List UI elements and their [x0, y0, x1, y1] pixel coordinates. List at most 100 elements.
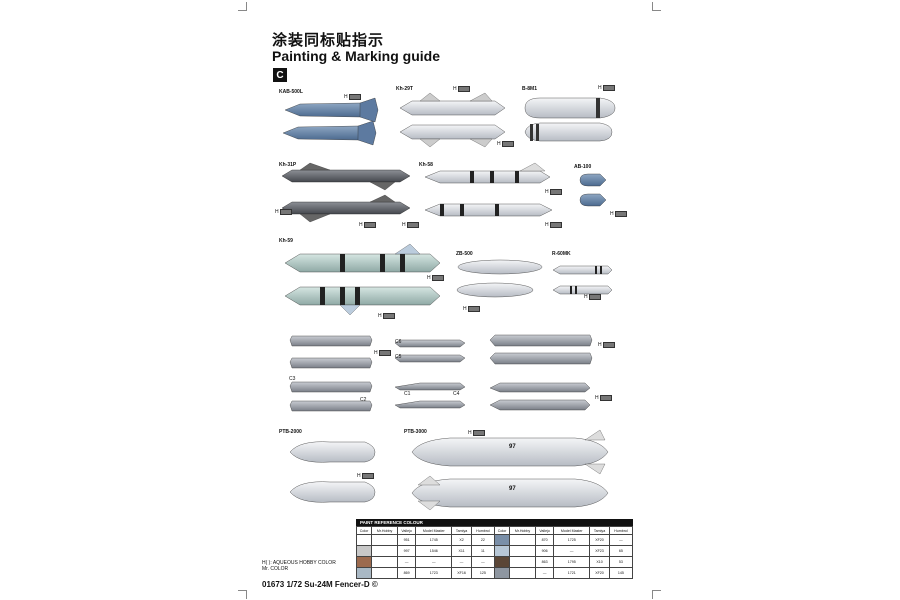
- color-swatch-cell: [355, 534, 373, 546]
- pylon-right-4: [489, 399, 591, 411]
- color-swatch: [588, 294, 601, 300]
- ab100-bomb-bottom: [579, 193, 607, 207]
- table-cell: [509, 534, 536, 546]
- color-swatch: [472, 430, 485, 436]
- table-cell: [509, 567, 536, 579]
- table-header-row: Color Mr.Hobby Vallejo Model Master Tami…: [355, 526, 634, 535]
- pylon-left-1: [289, 335, 373, 347]
- table-cell: [509, 556, 536, 568]
- legend-mr-color: Mr. COLOR: [262, 566, 289, 572]
- table-cell: 1745: [415, 534, 453, 546]
- color-swatch: [406, 222, 419, 228]
- label-kh59: Kh-59: [279, 238, 293, 244]
- table-cell: —: [397, 556, 417, 568]
- pylon-middle-3: [394, 382, 466, 391]
- crop-mark-top-left: [238, 2, 247, 11]
- column-header: Color: [355, 526, 373, 535]
- b8m1-rocket-pod-bottom: [524, 122, 613, 142]
- color-swatch: [602, 342, 615, 348]
- column-header: Tamiya: [589, 526, 610, 535]
- color-swatch: [549, 189, 562, 195]
- table-cell: 1723: [415, 567, 453, 579]
- table-cell: 145: [608, 567, 634, 579]
- color-swatch: [348, 94, 361, 100]
- label-kh58: Kh-58: [419, 162, 433, 168]
- table-cell: [509, 545, 536, 557]
- kh58-missile-top: [424, 162, 551, 184]
- table-cell: 997: [397, 545, 417, 557]
- table-cell: X11: [451, 545, 472, 557]
- crop-mark-bottom-left: [238, 590, 247, 599]
- table-cell: [371, 556, 399, 568]
- kh31p-missile-bottom: [281, 194, 411, 223]
- pylon-left-4: [289, 400, 373, 412]
- pylon-middle-4: [394, 400, 466, 409]
- color-callout: H: [468, 430, 485, 436]
- column-header: Tamiya: [451, 526, 472, 535]
- table-cell: 906: [534, 545, 555, 557]
- column-header: Model Master: [415, 526, 453, 535]
- column-header: Vallejo: [397, 526, 417, 535]
- kh29t-missile-bottom: [399, 124, 506, 148]
- table-cell: —: [470, 556, 495, 568]
- pylon-middle-2: [394, 354, 466, 363]
- table-cell: 1725: [553, 534, 591, 546]
- table-cell: XF20: [589, 534, 610, 546]
- color-legend: H( ): AQUEOUS HOBBY COLOR Mr. COLOR: [262, 560, 336, 572]
- color-swatch: [501, 141, 514, 147]
- label-c5: C5: [395, 354, 402, 360]
- color-callout: H: [595, 395, 612, 401]
- color-callout: H: [378, 313, 395, 319]
- column-header: Color: [493, 526, 511, 535]
- pylon-right-1: [489, 334, 593, 347]
- column-header: Humbrol: [608, 526, 634, 535]
- table-cell: 870: [534, 534, 555, 546]
- ab100-bomb-top: [579, 173, 607, 187]
- table-cell: [371, 567, 399, 579]
- table-title: PAINT REFERENCE COLOUR: [356, 519, 633, 526]
- color-callout: H: [374, 350, 391, 356]
- crop-mark-bottom-right: [652, 590, 661, 599]
- color-callout: H: [497, 141, 514, 147]
- table-cell: 869: [397, 567, 417, 579]
- color-swatch: [614, 211, 627, 217]
- ptb3000-tank-bottom: [411, 475, 609, 511]
- color-swatch: [599, 395, 612, 401]
- table-cell: 65: [608, 545, 634, 557]
- table-cell: —: [451, 556, 472, 568]
- label-c1: C1: [404, 391, 411, 397]
- color-callout: H: [344, 94, 361, 100]
- color-swatch: [467, 306, 480, 312]
- label-c3: C3: [289, 376, 296, 382]
- color-swatch-cell: [493, 556, 511, 568]
- table-cell: 22: [470, 534, 495, 546]
- color-callout: H: [359, 222, 376, 228]
- page-title-chinese: 涂装同标贴指示: [272, 31, 385, 49]
- table-cell: —: [553, 545, 591, 557]
- column-header: Mr.Hobby: [509, 526, 536, 535]
- color-swatch-cell: [493, 545, 511, 557]
- table-cell: 125: [470, 567, 495, 579]
- color-swatch-cell: [493, 567, 511, 579]
- color-swatch: [279, 209, 292, 215]
- tank-marking-top: 97: [509, 444, 516, 450]
- pylon-left-3: [289, 381, 373, 393]
- color-swatch: [382, 313, 395, 319]
- pylon-right-3: [489, 382, 591, 393]
- table-cell: 951: [397, 534, 417, 546]
- column-header: Mr.Hobby: [371, 526, 399, 535]
- label-c6: C6: [395, 339, 402, 345]
- color-swatch: [457, 86, 470, 92]
- legend-aqueous: H( ): AQUEOUS HOBBY COLOR: [262, 560, 336, 566]
- table-cell: X2: [451, 534, 472, 546]
- kh31p-missile-top: [281, 162, 411, 191]
- color-callout: H: [402, 222, 419, 228]
- ptb2000-tank-bottom: [289, 481, 376, 503]
- color-swatch: [378, 350, 391, 356]
- color-swatch-cell: [493, 534, 511, 546]
- color-callout: H: [598, 342, 615, 348]
